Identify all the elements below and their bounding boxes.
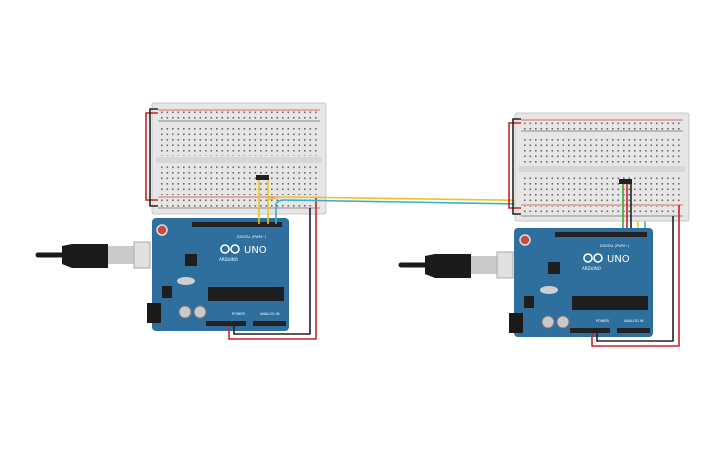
usb-cable-icon[interactable] [398, 251, 514, 279]
board-model-text: UNO [244, 245, 267, 256]
power-label: POWER [596, 319, 610, 323]
terminal-holes-top [523, 136, 681, 165]
crystal [177, 277, 195, 285]
power-header [570, 328, 610, 333]
wire-black [233, 208, 311, 335]
reset-button-icon[interactable] [156, 224, 168, 236]
sensor-component[interactable] [256, 175, 269, 180]
digital-label: DIGITAL (PWM~) [600, 244, 630, 248]
digital-label: DIGITAL (PWM~) [237, 235, 267, 239]
digital-header [192, 222, 282, 227]
arduino-logo-icon [583, 253, 603, 263]
wire-black [149, 108, 158, 207]
rail-holes [160, 198, 318, 207]
analog-header [253, 321, 286, 326]
board-brand-text: ARDUINO [582, 266, 601, 271]
wire-red [508, 122, 521, 209]
rail-holes [160, 111, 318, 120]
wire-red [145, 112, 158, 201]
power-jack [509, 313, 523, 333]
arduino-logo-icon [220, 244, 240, 254]
crystal [540, 286, 558, 294]
wire-black [596, 216, 674, 342]
wire-black [512, 118, 521, 215]
rail-holes [523, 206, 681, 215]
terminal-holes-top [160, 126, 318, 156]
voltage-regulator [162, 286, 172, 298]
digital-header [555, 232, 647, 237]
sensor-component[interactable] [619, 179, 632, 184]
capacitor [556, 315, 570, 329]
wire-teal [275, 199, 285, 224]
voltage-regulator [524, 296, 534, 308]
reset-button-icon[interactable] [519, 234, 531, 246]
center-channel [156, 157, 322, 163]
capacitor [193, 305, 207, 319]
arduino-uno-left[interactable]: UNO ARDUINO DIGITAL (PWM~) POWER ANALOG … [147, 218, 289, 331]
analog-label: ANALOG IN [624, 319, 644, 323]
microcontroller-chip [572, 296, 648, 310]
arduino-uno-right[interactable]: UNO ARDUINO DIGITAL (PWM~) POWER ANALOG … [509, 228, 653, 337]
analog-header [617, 328, 650, 333]
board-model-text: UNO [607, 254, 630, 265]
power-header [206, 321, 246, 326]
smd-chip [548, 262, 560, 274]
power-jack [147, 303, 161, 323]
rail-holes [523, 121, 681, 130]
usb-cable-icon[interactable] [35, 241, 151, 269]
capacitor [178, 305, 192, 319]
power-label: POWER [232, 312, 246, 316]
terminal-holes-bottom [523, 174, 681, 203]
terminal-holes-bottom [160, 165, 318, 195]
microcontroller-chip [208, 287, 284, 301]
capacitor [541, 315, 555, 329]
wire-red [228, 197, 317, 340]
analog-label: ANALOG IN [260, 312, 280, 316]
board-brand-text: ARDUINO [219, 257, 238, 262]
arduino-board [152, 218, 289, 331]
breadboard-right[interactable] [514, 112, 690, 222]
smd-chip [185, 254, 197, 266]
wire-red [591, 205, 680, 347]
center-channel [519, 166, 685, 172]
